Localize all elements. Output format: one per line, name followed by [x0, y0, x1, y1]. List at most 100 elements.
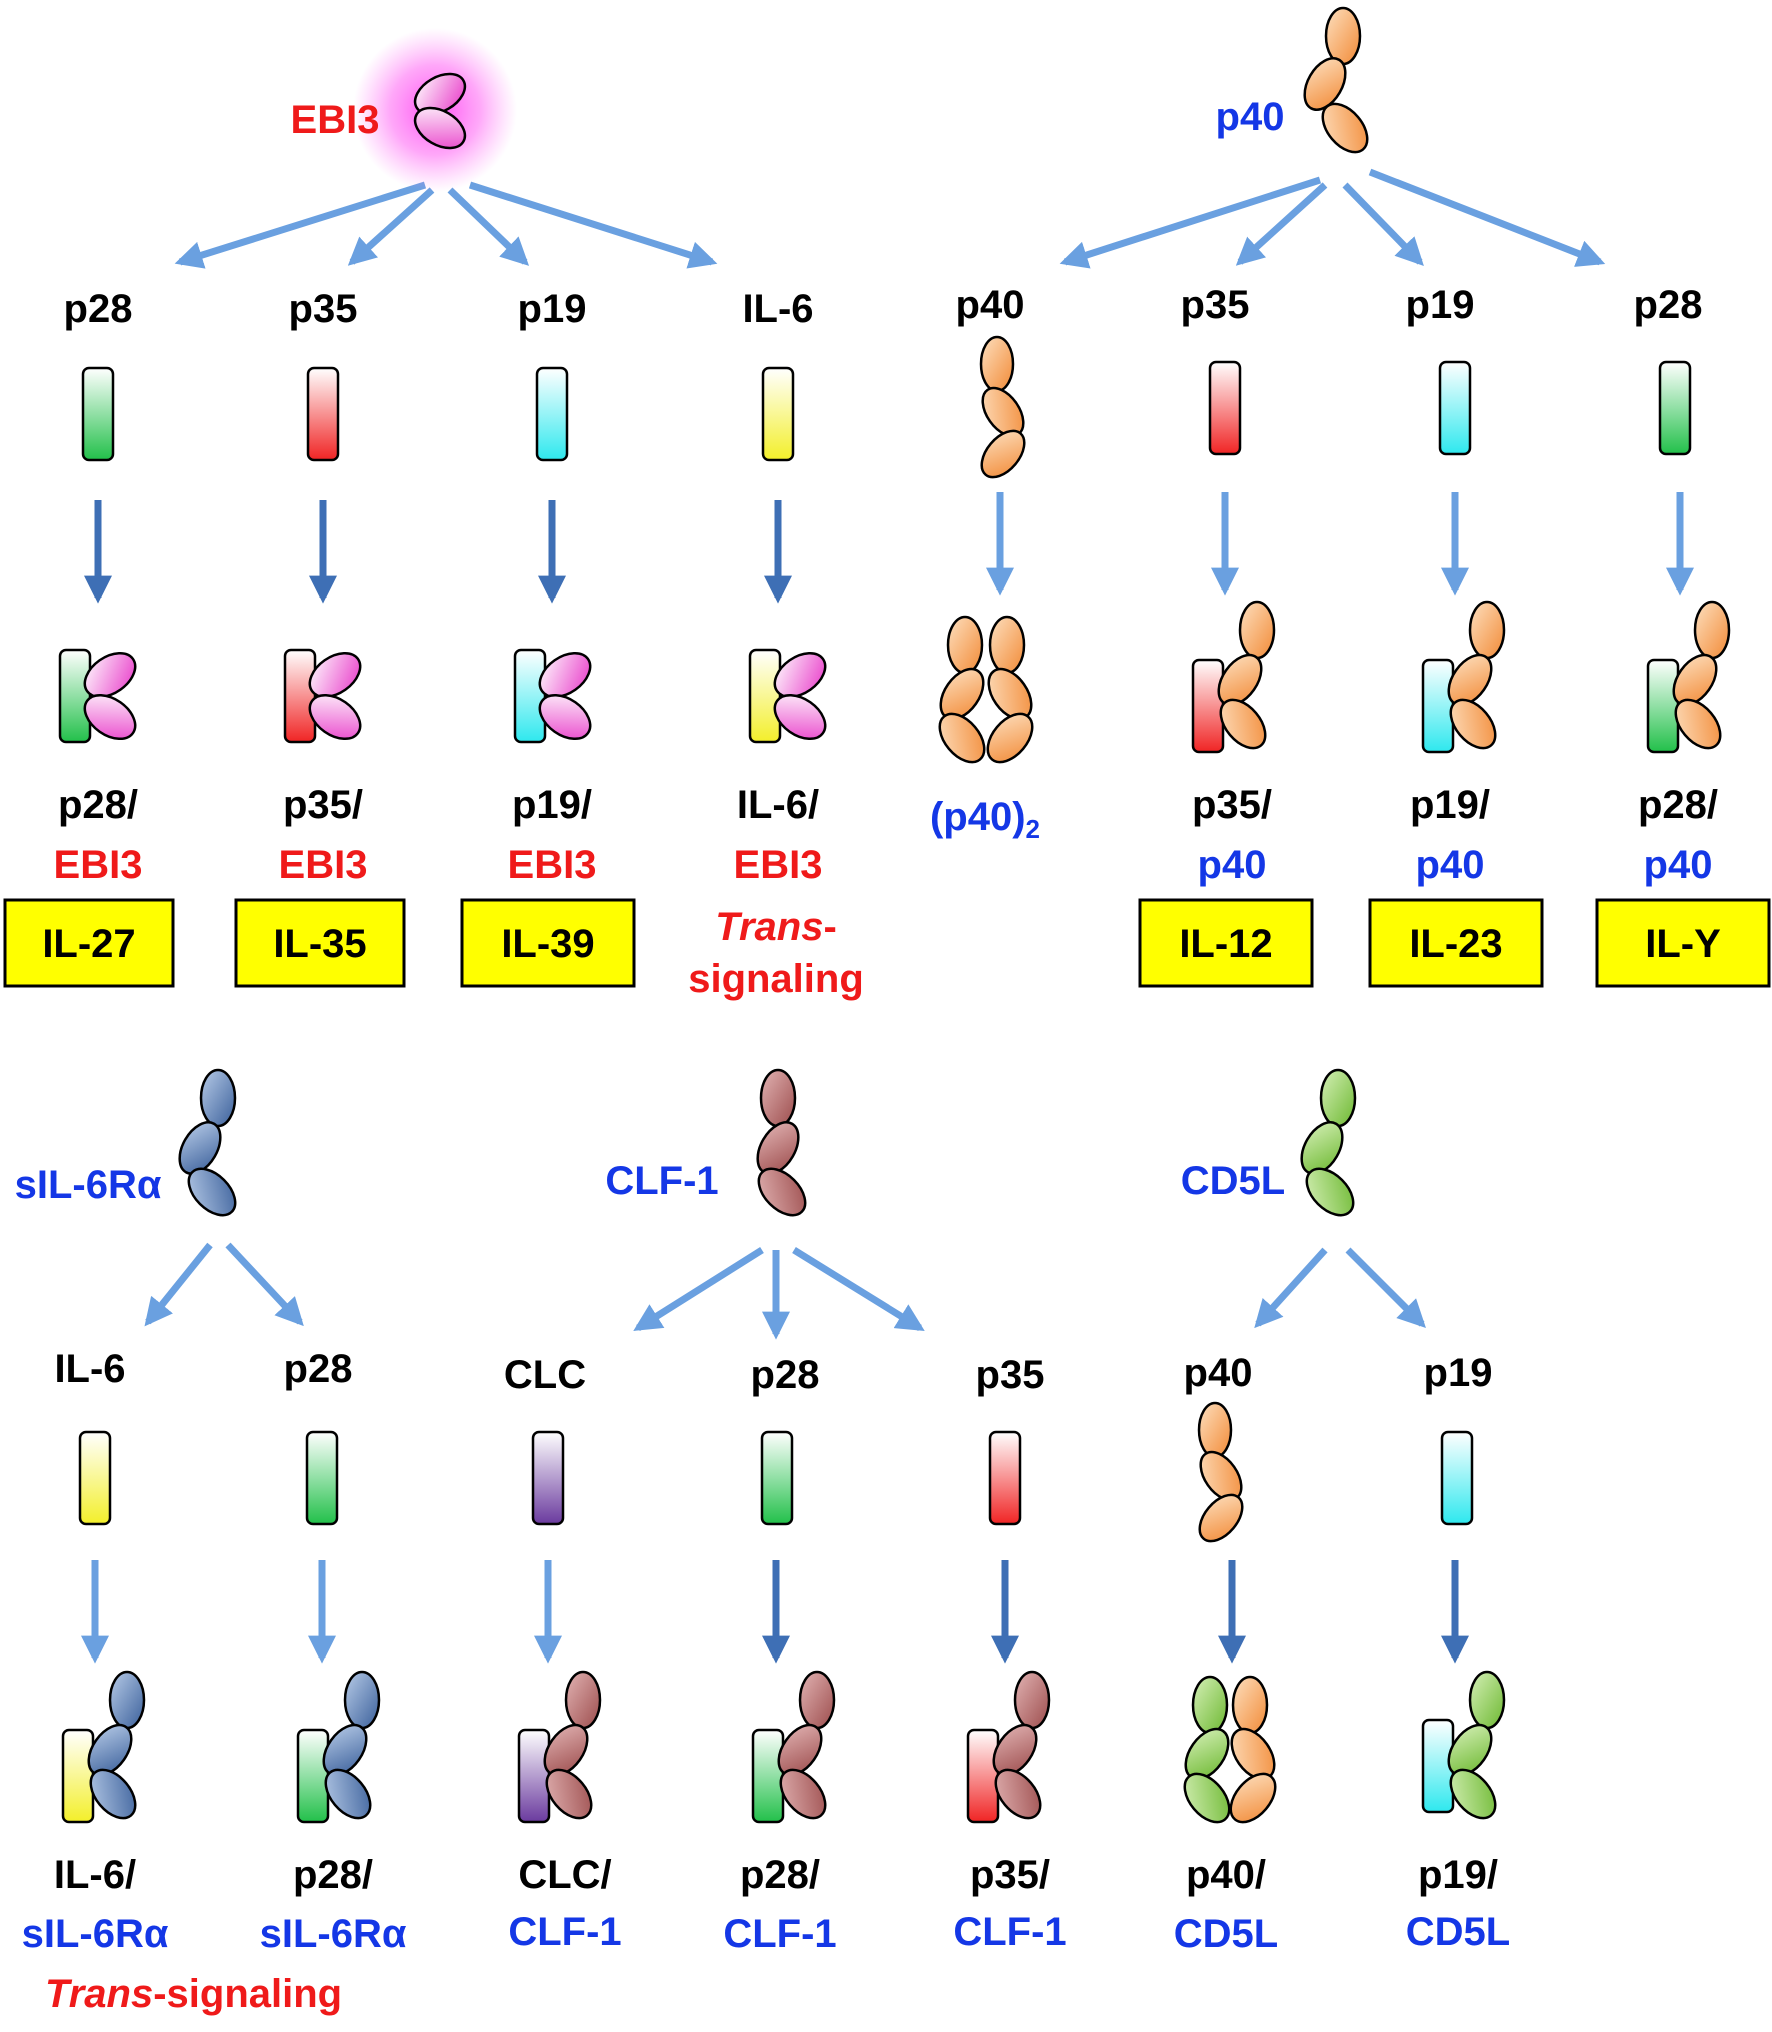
- subunit-label: p40: [1184, 1351, 1253, 1395]
- arrow-ebi3-p19: [447, 187, 530, 266]
- cytokine-name: IL-23: [1409, 922, 1502, 966]
- p28-subunit-bar: [81, 366, 115, 462]
- complex-label-top: IL-6/: [737, 783, 819, 827]
- p40-homodimer-label: (p40)2: [930, 795, 1040, 844]
- complex-label-top: p19/: [512, 783, 592, 827]
- arrow-ebi3-p28: [174, 181, 427, 269]
- cd5l-parent-label: CD5L: [1181, 1159, 1285, 1203]
- complex-label-bottom: CD5L: [1174, 1912, 1278, 1956]
- complex-label-bottom: CLF-1: [953, 1910, 1066, 1954]
- complex-label-top: p40/: [1186, 1853, 1266, 1897]
- cytokine-name: IL-39: [501, 922, 594, 966]
- il6-subunit-bar: [761, 366, 795, 462]
- arrow-cd5l-p19: [1345, 1247, 1426, 1328]
- trans-signaling-label: Trans-: [715, 905, 837, 949]
- sil6ra-parent-label: sIL-6Rα: [15, 1163, 162, 1207]
- sil6ra-parent-shape: [178, 1068, 237, 1217]
- il12-complex-shape: [1191, 600, 1276, 754]
- cytokine-name: IL-35: [273, 922, 366, 966]
- complex-label-top: p28/: [1638, 783, 1718, 827]
- complex-label-top: p28/: [740, 1853, 820, 1897]
- subunit-label: p35: [1181, 283, 1250, 327]
- subunit-label: CLC: [504, 1353, 586, 1397]
- complex-label-top: p35/: [970, 1853, 1050, 1897]
- clc-subunit-bar: [531, 1430, 565, 1526]
- p40-cd5l-complex-shape: [1183, 1675, 1277, 1824]
- complex-label-top: p35/: [1192, 783, 1272, 827]
- p40-family: p40 p40 p35 p19 p28 (p40)2: [930, 6, 1771, 988]
- subunit-label: p35: [976, 1353, 1045, 1397]
- sil6ra-family: sIL-6Rα IL-6 p28 IL-6/ sIL-6Rα p28/ sIL-…: [15, 1068, 407, 2016]
- cd5l-family: CD5L p40 p19 p40/ CD5L p19/ CD5L: [1174, 1068, 1510, 1956]
- complex-label-top: p35/: [283, 783, 363, 827]
- cytokine-name-box: [1368, 898, 1544, 988]
- ily-complex-shape: [1646, 600, 1731, 754]
- subunit-label: IL-6: [54, 1347, 125, 1391]
- arrow-ebi3-p35: [347, 187, 435, 266]
- cytokine-name-box: [460, 898, 636, 988]
- p40-homodimer-shape: [938, 615, 1034, 764]
- il6-ebi3-complex-shape: [748, 648, 827, 744]
- subunit-label: p19: [518, 287, 587, 331]
- cytokine-name: IL-Y: [1645, 922, 1721, 966]
- trans-signaling-label-line2: signaling: [688, 957, 864, 1001]
- subunit-label: p28: [284, 1347, 353, 1391]
- arrow-p40-p19: [1342, 182, 1424, 267]
- complex-label-bottom: CD5L: [1406, 1910, 1510, 1954]
- p28-subunit-bar: [305, 1430, 339, 1526]
- complex-label-bottom: p40: [1416, 843, 1485, 887]
- p35-subunit-bar: [306, 366, 340, 462]
- complex-label-top: p28/: [58, 783, 138, 827]
- arrow-p40-p35: [1235, 182, 1328, 266]
- ebi3-parent-label: EBI3: [291, 98, 380, 142]
- complex-label-bottom: CLF-1: [723, 1912, 836, 1956]
- subunit-label: p35: [289, 287, 358, 331]
- cytokine-name-box: [1595, 898, 1771, 988]
- clc-clf1-complex-shape: [517, 1670, 602, 1824]
- subunit-label: p40: [956, 283, 1025, 327]
- arrow-p40-p40: [1059, 176, 1322, 269]
- complex-label-bottom: EBI3: [508, 843, 597, 887]
- subunit-label: p28: [751, 1353, 820, 1397]
- p35-subunit-bar: [1208, 360, 1242, 456]
- cd5l-parent-shape: [1300, 1068, 1357, 1217]
- p35-clf1-complex-shape: [966, 1670, 1051, 1824]
- arrow-ebi3-il6: [468, 181, 718, 269]
- cytokine-name-box: [234, 898, 406, 988]
- arrow-sil6ra-il6: [144, 1242, 213, 1327]
- complex-label-top: p28/: [293, 1853, 373, 1897]
- p28-subunit-bar: [1658, 360, 1692, 456]
- p40-subunit-shape: [1197, 1401, 1244, 1543]
- complex-label-bottom: EBI3: [279, 843, 368, 887]
- complex-label-bottom: sIL-6Rα: [260, 1912, 407, 1956]
- il6-subunit-bar: [78, 1430, 112, 1526]
- complex-label-top: CLC/: [518, 1853, 611, 1897]
- complex-label-top: IL-6/: [54, 1853, 136, 1897]
- cytokine-name-box: [1138, 898, 1314, 988]
- p40-subunit-shape: [979, 335, 1026, 479]
- arrow-clf1-p35: [792, 1247, 925, 1331]
- cytokine-name: IL-12: [1179, 922, 1272, 966]
- arrow-p40-p28: [1368, 168, 1606, 267]
- subunit-label: IL-6: [742, 287, 813, 331]
- cytokine-name-box: [3, 898, 175, 988]
- p19-subunit-bar: [1440, 1430, 1474, 1526]
- trans-signaling-note: Trans-signaling: [45, 1972, 342, 2016]
- ebi3-parent-shape: [413, 72, 467, 150]
- clf1-parent-shape: [756, 1068, 807, 1217]
- arrow-cd5l-p40: [1254, 1247, 1328, 1329]
- p19-subunit-bar: [535, 366, 569, 462]
- p35-subunit-bar: [988, 1430, 1022, 1526]
- il39-complex-shape: [513, 648, 592, 744]
- cytokine-name: IL-27: [42, 922, 135, 966]
- p28-sil6ra-complex-shape: [296, 1670, 381, 1824]
- p40-parent-label: p40: [1216, 95, 1285, 139]
- il6-sil6ra-complex-shape: [61, 1670, 146, 1824]
- p28-subunit-bar: [760, 1430, 794, 1526]
- subunit-label: p19: [1424, 1351, 1493, 1395]
- complex-label-bottom: CLF-1: [508, 1910, 621, 1954]
- p19-subunit-bar: [1438, 360, 1472, 456]
- complex-label-bottom: sIL-6Rα: [22, 1912, 169, 1956]
